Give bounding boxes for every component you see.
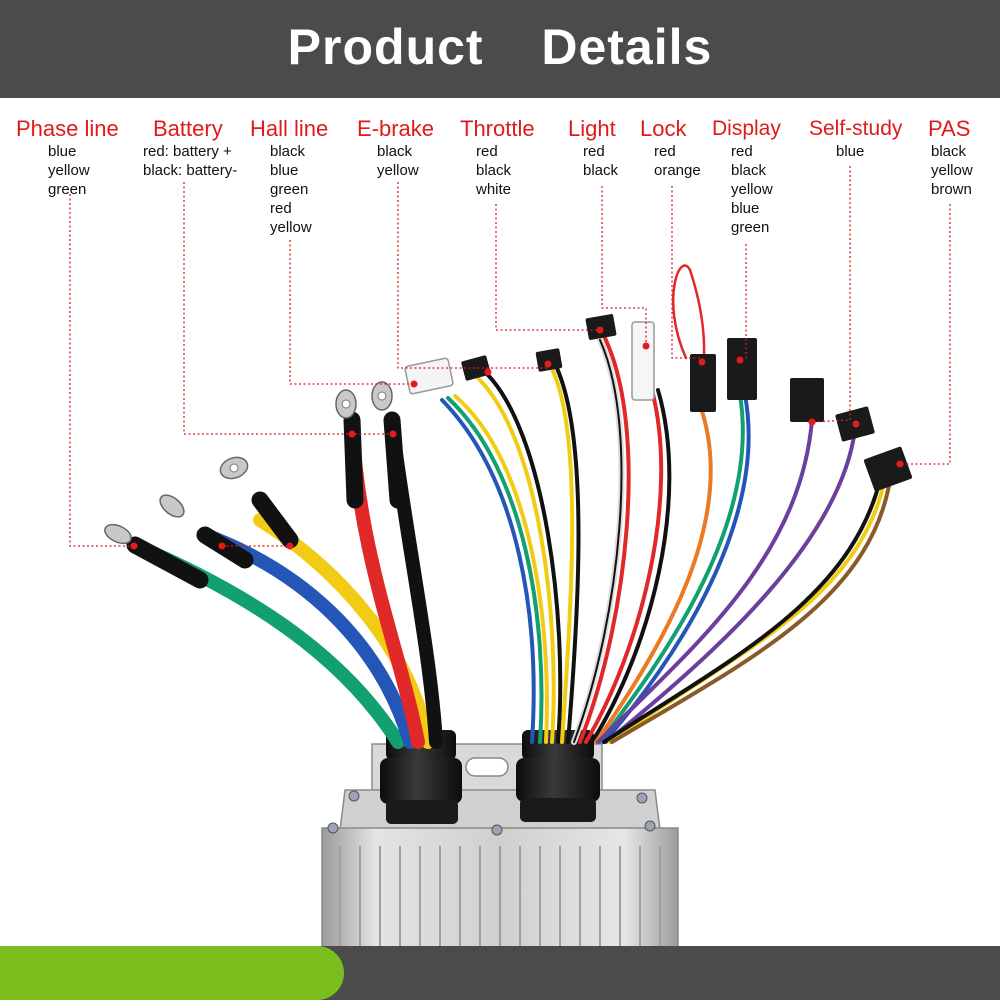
wire-list: blue	[809, 142, 902, 161]
label-display: Display red black yellow blue green	[712, 116, 781, 237]
footer-accent	[0, 946, 344, 1000]
wire-color: blue	[836, 143, 865, 160]
label-name: Battery	[153, 116, 223, 141]
label-name: Display	[712, 117, 781, 140]
label-e-brake: E-brake black yellow	[357, 116, 434, 180]
throttle-connector	[535, 348, 563, 372]
lock-plug	[690, 354, 716, 412]
lock-connector-white	[631, 321, 655, 401]
wire-color: white	[476, 181, 512, 198]
label-name: PAS	[928, 116, 971, 141]
callout-phase-line	[69, 194, 134, 547]
wire-color: red	[476, 143, 498, 160]
callout-self-study	[811, 166, 851, 423]
wire-color: black	[377, 143, 413, 160]
label-name: Throttle	[460, 116, 535, 141]
label-light: Light red black	[568, 116, 618, 180]
label-battery: Battery red: battery + black: battery-	[143, 116, 237, 180]
callout-lines	[69, 166, 951, 547]
wire-color: green	[731, 219, 770, 236]
label-name: E-brake	[357, 116, 435, 141]
label-lock: Lock red orange	[640, 116, 701, 180]
wire-color: black: battery-	[143, 162, 238, 179]
self-study-connector-a	[790, 378, 824, 422]
wire-color: red	[583, 143, 605, 160]
wire-color: yellow	[270, 219, 312, 236]
wire-color: green	[270, 181, 309, 198]
callout-throttle	[495, 204, 600, 331]
callout-pas	[900, 204, 951, 465]
label-name: Hall line	[250, 116, 329, 141]
wire-color: red: battery +	[143, 143, 232, 160]
callout-light	[601, 186, 647, 344]
label-name: Lock	[640, 116, 687, 141]
wire-color: yellow	[377, 162, 419, 179]
label-name: Self-study	[809, 117, 903, 140]
wire-color: black	[731, 162, 767, 179]
wire-list: red orange	[640, 142, 701, 180]
wire-list: blue yellow green	[16, 142, 119, 199]
pas-connector	[863, 446, 913, 492]
wire-color: red	[731, 143, 753, 160]
wire-color: yellow	[48, 162, 90, 179]
wire-list: red: battery + black: battery-	[143, 142, 237, 180]
callout-e-brake	[397, 182, 548, 369]
wire-color: red	[654, 143, 676, 160]
wire-color: blue	[731, 200, 760, 217]
label-pas: PAS black yellow brown	[928, 116, 973, 199]
wire-color: red	[270, 200, 292, 217]
power-wires	[126, 411, 443, 749]
wire-color: brown	[931, 181, 972, 198]
heatsink-fins	[339, 846, 661, 946]
signal-wires	[440, 264, 892, 745]
controller-body	[321, 743, 679, 949]
wire-color: black	[270, 143, 306, 160]
wire-list: black yellow	[357, 142, 434, 180]
wire-color: yellow	[931, 162, 973, 179]
wire-list: red black yellow blue green	[712, 142, 781, 237]
display-connector	[727, 338, 757, 400]
wire-list: black yellow brown	[928, 142, 973, 199]
wire-color: green	[48, 181, 87, 198]
header-bar: Product Details	[0, 0, 1000, 98]
wire-list: black blue green red yellow	[250, 142, 328, 237]
callout-battery	[183, 182, 393, 435]
e-brake-connector	[461, 355, 491, 381]
wire-list: red black white	[460, 142, 535, 199]
label-phase-line: Phase line blue yellow green	[16, 116, 119, 199]
label-name: Phase line	[16, 116, 119, 141]
wire-color: blue	[48, 143, 77, 160]
hall-connector-white	[404, 357, 454, 395]
callout-hall-line	[289, 240, 414, 385]
wire-color: black	[583, 162, 619, 179]
wire-color: yellow	[731, 181, 773, 198]
label-name: Light	[568, 116, 616, 141]
wire-color: black	[931, 143, 967, 160]
label-throttle: Throttle red black white	[460, 116, 535, 199]
callout-dots	[130, 326, 904, 550]
wire-list: red black	[568, 142, 618, 180]
connectors	[404, 314, 913, 492]
page-title: Product Details	[287, 19, 713, 75]
wire-color: black	[476, 162, 512, 179]
label-hall-line: Hall line black blue green red yellow	[250, 116, 328, 237]
wire-color: blue	[270, 162, 299, 179]
wire-color: orange	[654, 162, 701, 179]
callout-lock	[671, 186, 702, 359]
ring-terminals	[104, 381, 393, 545]
label-self-study: Self-study blue	[809, 116, 902, 161]
